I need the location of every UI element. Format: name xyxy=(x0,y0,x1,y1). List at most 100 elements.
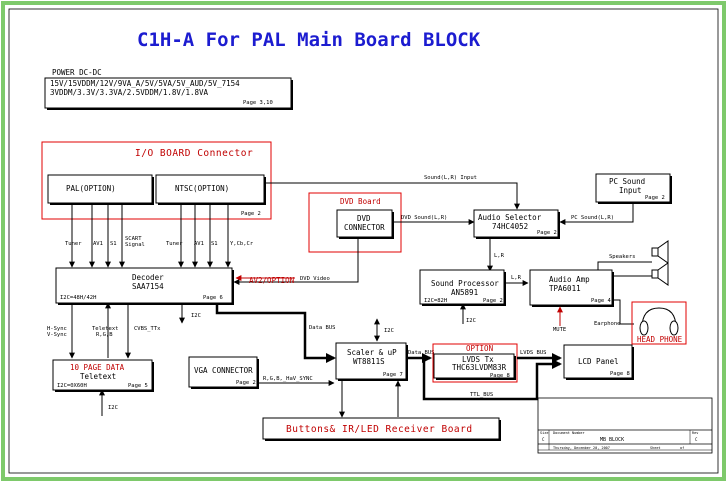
decoder-line1: Decoder xyxy=(132,273,164,282)
lvds-line1: LVDS Tx xyxy=(462,355,494,364)
buttons-board-label: Buttons& IR/LED Receiver Board xyxy=(286,424,473,435)
audio-selector-line1: Audio Selector xyxy=(478,213,542,222)
tb-of: of xyxy=(680,446,684,450)
io-signal-wires xyxy=(69,203,231,268)
scaler-page: Page 7 xyxy=(383,372,403,378)
teletext-sig-label: Teletext xyxy=(92,326,119,332)
sig-scart2: Signal xyxy=(125,242,145,248)
tb-rev: C xyxy=(695,437,698,442)
i2c-decoder-label: I2C xyxy=(191,313,201,319)
decoder-data-bus xyxy=(215,303,336,363)
scaler-line1: Scaler & uP xyxy=(347,348,397,357)
dvd-sound-label: DVD Sound(L,R) xyxy=(401,215,447,221)
tb-doc-number: Document Number xyxy=(553,431,585,435)
sound-processor-bus: I2C=82H xyxy=(424,298,447,304)
dvd-connector-box: DVD CONNECTOR xyxy=(336,209,394,239)
tb-rev-label: Rev xyxy=(692,431,698,435)
pal-box: PAL(OPTION) xyxy=(47,174,154,205)
lvds-frame xyxy=(432,343,518,383)
dvd-line2: CONNECTOR xyxy=(344,223,385,232)
lcd-panel-box: LCD Panel Page 8 xyxy=(563,344,634,380)
pc-sound-label: PC Sound(L,R) xyxy=(571,215,614,221)
dvd-video-wire xyxy=(233,237,359,285)
sound-processor-line1: Sound Processor xyxy=(431,279,499,288)
i2c-scaler-label: I2C xyxy=(384,328,394,334)
vga-page: Page 2 xyxy=(236,380,256,386)
audio-amp-line1: Audio Amp xyxy=(549,275,590,284)
headphone-frame xyxy=(631,301,687,345)
mute-label: MUTE xyxy=(553,327,566,333)
diagram-title: C1H-A For PAL Main Board BLOCK xyxy=(137,29,481,51)
audio-selector-box: Audio Selector 74HC4052 Page 2 xyxy=(473,209,560,239)
audio-amp-line2: TPA6011 xyxy=(549,284,581,293)
i2c-sound-label: I2C xyxy=(466,318,476,324)
sig-s1-1: S1 xyxy=(110,241,117,247)
rgb-hv-sync-label: R,G,B,_HaV_SYNC xyxy=(263,376,313,382)
i2c-teletext-label: I2C xyxy=(108,405,118,411)
data-bus1-label: Data BUS xyxy=(309,325,336,331)
pc-sound-wire xyxy=(559,202,634,225)
dvd-video-label: DVD Video xyxy=(300,276,330,282)
teletext-line1: 10 PAGE DATA xyxy=(70,363,125,372)
power-page: Page 3,10 xyxy=(243,100,273,106)
dvd-board-title: DVD Board xyxy=(340,197,381,206)
io-board-frame xyxy=(41,141,272,220)
lvds-box: OPTION LVDS Tx THC63LVDM83R Page 8 xyxy=(433,344,516,380)
sig-av1-1: AV1 xyxy=(93,241,103,247)
tb-size: Size xyxy=(540,431,548,435)
vga-label: VGA CONNECTOR xyxy=(194,366,253,375)
tb-date: Thursday, December 20, 2007 xyxy=(553,446,610,450)
io-board-title: I/O BOARD Connector xyxy=(135,148,253,159)
pc-sound-page: Page 2 xyxy=(645,195,665,201)
power-line2: 3VDDM/3.3V/3.3VA/2.5VDDM/1.8V/1.8VA xyxy=(50,88,209,97)
sig-av1-2: AV1 xyxy=(194,241,204,247)
decoder-line2: SAA7154 xyxy=(132,282,164,291)
pc-sound-line1: PC Sound xyxy=(609,177,645,186)
power-heading: POWER DC-DC xyxy=(52,68,102,77)
ntsc-label: NTSC(OPTION) xyxy=(175,184,229,193)
rgb-b-label: R,G,B xyxy=(96,332,113,338)
decoder-bus: I2C=48H/42H xyxy=(60,295,96,301)
decoder-box: Decoder SAA7154 I2C=48H/42H Page 6 xyxy=(55,267,234,305)
earphone-label: Earphone xyxy=(594,321,621,327)
vsync-label: V-Sync xyxy=(47,332,67,338)
lvds-page: Page 8 xyxy=(490,373,510,379)
speaker-icon xyxy=(651,240,669,286)
sound-processor-page: Page 2 xyxy=(483,298,503,304)
lcd-page: Page 8 xyxy=(610,371,630,377)
io-board-page: Page 2 xyxy=(241,211,261,217)
sig-s1-2: S1 xyxy=(211,241,218,247)
audio-amp-box: Audio Amp TPA6011 Page 4 xyxy=(529,269,614,307)
earphone-wire xyxy=(612,299,634,325)
sig-tuner2: Tuner xyxy=(166,241,183,247)
headphone-label: HEAD_PHONE xyxy=(637,335,683,344)
lvds-option: OPTION xyxy=(466,344,493,353)
sound-processor-line2: AN5891 xyxy=(451,288,478,297)
sound-input-wire xyxy=(264,182,520,210)
tb-sheet: Sheet xyxy=(650,446,661,450)
teletext-bus: I2C=0X60H xyxy=(57,383,87,389)
lvds-line2: THC63LVDM83R xyxy=(452,363,507,372)
tb-size-val: C xyxy=(542,437,545,442)
vga-connector-box: VGA CONNECTOR Page 2 xyxy=(188,356,259,389)
lvds-bus-label: LVDS BUS xyxy=(520,350,547,356)
av2-option-label: AV2/OPTION xyxy=(249,276,294,285)
teletext-line2: Teletext xyxy=(80,372,116,381)
title-block: Size C Document Number MB BLOCK Rev C Th… xyxy=(537,397,713,454)
speaker-wire xyxy=(597,261,652,270)
tb-doc-title: MB BLOCK xyxy=(600,437,624,443)
speakers-label: Speakers xyxy=(609,254,636,260)
sound-processor-box: Sound Processor AN5891 I2C=82H Page 2 xyxy=(419,269,506,306)
lcd-label: LCD Panel xyxy=(578,357,619,366)
headphone-icon xyxy=(639,307,679,336)
decoder-page: Page 6 xyxy=(203,295,223,301)
scaler-box: Scaler & uP WT8811S Page 7 xyxy=(335,342,408,381)
power-block: POWER DC-DC 15V/15VDDM/12V/9VA_A/5V/5VA/… xyxy=(44,68,293,110)
ttl-bus-label: TTL_BUS xyxy=(470,392,493,398)
teletext-box: 10 PAGE DATA Teletext I2C=0X60H Page 5 xyxy=(52,359,154,392)
sig-scart: SCART xyxy=(125,236,142,242)
ttl-bus xyxy=(422,358,562,401)
audio-selector-page: Page 2 xyxy=(537,230,557,236)
inner-border xyxy=(8,8,719,474)
